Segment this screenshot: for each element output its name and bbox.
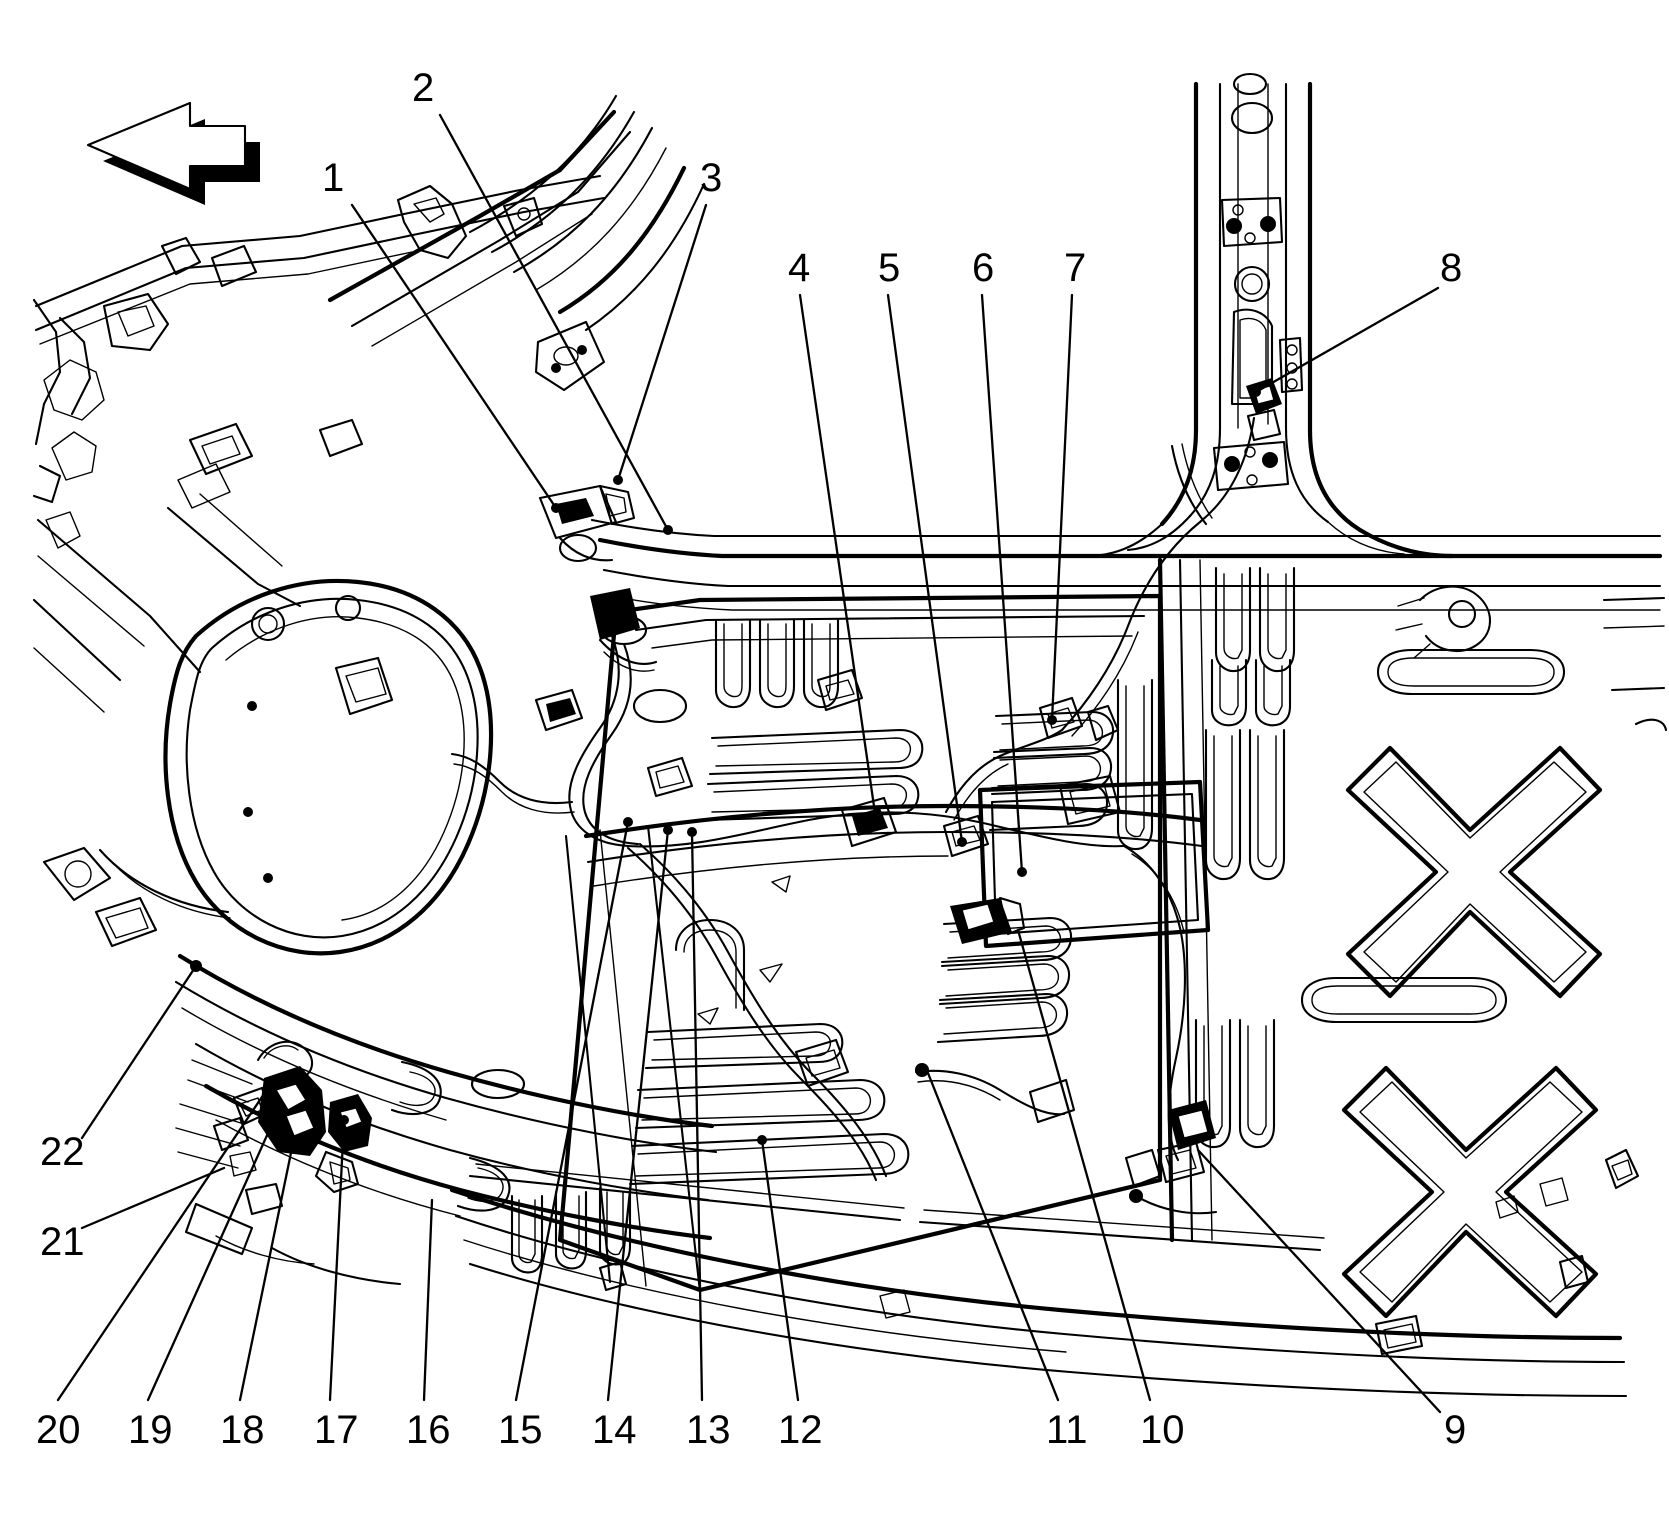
rear-slot-ribs-upper: [1214, 566, 1296, 672]
rocker-panel-sill: [449, 1100, 1628, 1398]
callout-label-8: 8: [1440, 246, 1463, 290]
rear-slot-ribs-mid: [1210, 658, 1292, 727]
callout-label-13: 13: [686, 1408, 731, 1452]
callout-label-9: 9: [1444, 1408, 1467, 1452]
callout-label-2: 2: [412, 66, 435, 110]
x-emboss-lower: [1341, 1065, 1599, 1319]
callout-label-1: 1: [322, 156, 345, 200]
callout-label-19: 19: [128, 1408, 173, 1452]
callout-label-4: 4: [788, 246, 811, 290]
callout-label-16: 16: [406, 1408, 451, 1452]
callout-label-18: 18: [220, 1408, 265, 1452]
b-pillar-inner: [1084, 72, 1455, 559]
cowl-dash-panel: [538, 484, 1663, 672]
rear-ground-retainer: [1124, 1100, 1218, 1215]
callout-leader-lines: [56, 113, 1442, 1414]
callout-label-6: 6: [972, 246, 995, 290]
callout-label-7: 7: [1064, 246, 1087, 290]
callout-label-20: 20: [36, 1408, 81, 1452]
floor-emboss-ribs-a: [714, 618, 840, 709]
rocker-connector-cluster: [175, 1040, 372, 1216]
callout-label-3: 3: [700, 156, 723, 200]
callout-label-11: 11: [1046, 1408, 1088, 1452]
forward-direction-arrow: [86, 101, 260, 205]
callout-label-14: 14: [592, 1408, 637, 1452]
floor-emboss-ribs-c: [628, 918, 910, 1186]
callout-label-5: 5: [878, 246, 901, 290]
callout-label-12: 12: [778, 1408, 823, 1452]
callout-label-21: 21: [40, 1220, 85, 1264]
rear-floor-pan-x-emboss: [1116, 557, 1668, 1319]
callout-label-10: 10: [1140, 1408, 1185, 1452]
harness-clips: [534, 668, 1084, 858]
wiring-harness-routing: [450, 416, 1256, 1182]
engine-compartment-rail-assembly: [32, 94, 718, 1286]
callout-label-15: 15: [498, 1408, 543, 1452]
x-emboss-upper: [1345, 745, 1603, 999]
callout-label-17: 17: [314, 1408, 359, 1452]
callout-label-22: 22: [40, 1130, 85, 1174]
rear-slot-ribs-long: [1204, 728, 1286, 880]
